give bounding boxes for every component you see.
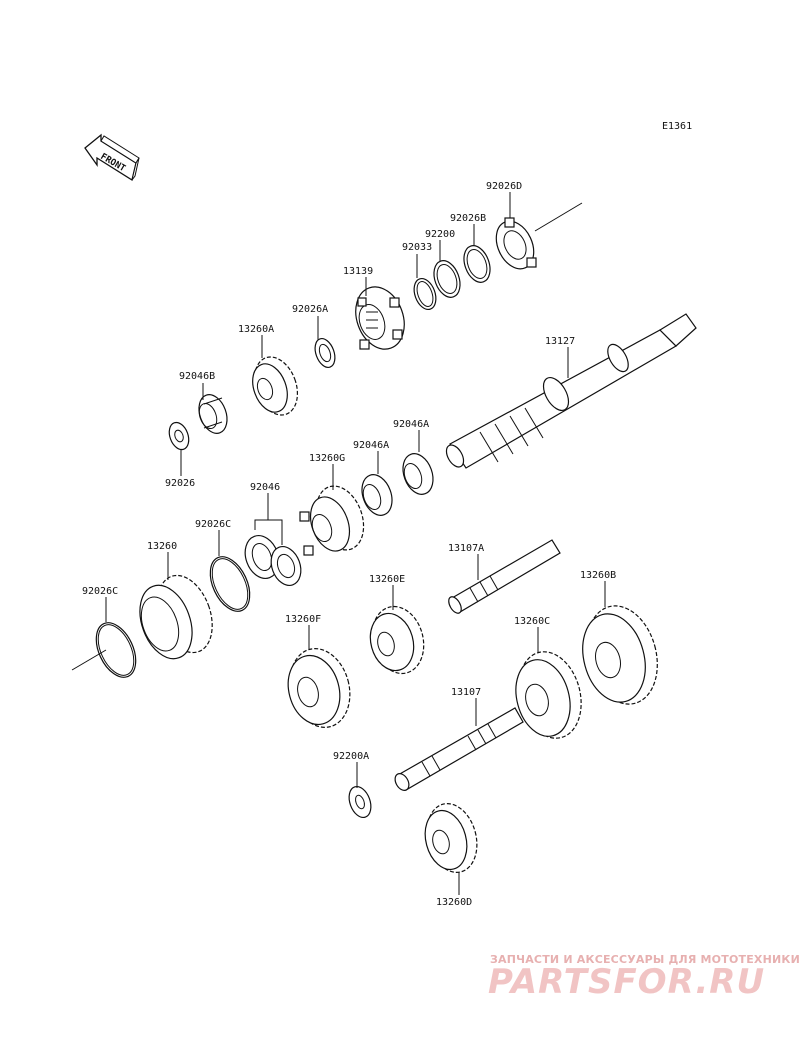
part-13260D-gear bbox=[424, 803, 478, 873]
label-13260B: 13260B bbox=[580, 570, 616, 581]
part-92046-bearing bbox=[244, 535, 302, 586]
part-92200A-washer bbox=[348, 785, 372, 819]
part-92026D-collar bbox=[495, 217, 537, 270]
label-92026D: 92026D bbox=[486, 181, 522, 192]
watermark-caption: ЗАПЧАСТИ И АКСЕССУАРЫ ДЛЯ МОТОТЕХНИКИ bbox=[490, 953, 800, 966]
part-92026C-ring-2 bbox=[95, 622, 137, 678]
part-13260F-gear bbox=[287, 648, 351, 728]
front-arrow-icon: FRONT bbox=[84, 133, 140, 182]
label-92046: 92046 bbox=[250, 482, 280, 493]
part-92046B-bearing bbox=[198, 394, 228, 434]
label-13260C: 13260C bbox=[514, 616, 550, 627]
part-13260G-gear bbox=[299, 485, 365, 556]
label-13260E: 13260E bbox=[369, 574, 405, 585]
label-92046A-2: 92046A bbox=[353, 440, 389, 451]
label-92200A: 92200A bbox=[333, 751, 369, 762]
label-13260F: 13260F bbox=[285, 614, 321, 625]
part-92026A-washer bbox=[314, 337, 336, 369]
part-92026B-washer bbox=[463, 245, 491, 283]
part-92033-circlip bbox=[413, 277, 437, 311]
part-13139-shifter bbox=[355, 286, 405, 350]
label-92200: 92200 bbox=[425, 229, 455, 240]
label-92046B: 92046B bbox=[179, 371, 215, 382]
part-13127-shaft bbox=[445, 313, 697, 469]
part-92200-washer bbox=[433, 260, 461, 298]
part-13260E-gear bbox=[369, 605, 425, 675]
label-92026: 92026 bbox=[165, 478, 195, 489]
label-13107: 13107 bbox=[451, 687, 481, 698]
label-92026C-1: 92026C bbox=[195, 519, 231, 530]
axis-line bbox=[534, 202, 583, 232]
label-13107A: 13107A bbox=[448, 543, 484, 554]
label-92026C-2: 92026C bbox=[82, 586, 118, 597]
part-92046A-bearing-1 bbox=[402, 453, 434, 495]
part-13260-gear bbox=[139, 574, 213, 660]
diagram-id: E1361 bbox=[662, 121, 692, 132]
part-92026-washer bbox=[168, 421, 190, 451]
label-13260: 13260 bbox=[147, 541, 177, 552]
part-13260B-gear bbox=[582, 605, 658, 705]
label-13260G: 13260G bbox=[309, 453, 345, 464]
part-92026C-ring-1 bbox=[209, 556, 251, 612]
label-92026A: 92026A bbox=[292, 304, 328, 315]
label-13260D: 13260D bbox=[436, 897, 472, 908]
label-92026B: 92026B bbox=[450, 213, 486, 224]
part-13107-shaft bbox=[394, 707, 524, 791]
part-13107A-shaft bbox=[448, 539, 561, 614]
part-92046A-bearing-2 bbox=[361, 474, 393, 516]
label-13127: 13127 bbox=[545, 336, 575, 347]
label-92046A-1: 92046A bbox=[393, 419, 429, 430]
part-13260C-gear bbox=[515, 651, 582, 739]
label-13260A: 13260A bbox=[238, 324, 274, 335]
label-13139: 13139 bbox=[343, 266, 373, 277]
part-13260A-gear bbox=[252, 356, 299, 416]
label-92033: 92033 bbox=[402, 242, 432, 253]
watermark-logo: PARTSFOR.RU bbox=[488, 962, 766, 1002]
